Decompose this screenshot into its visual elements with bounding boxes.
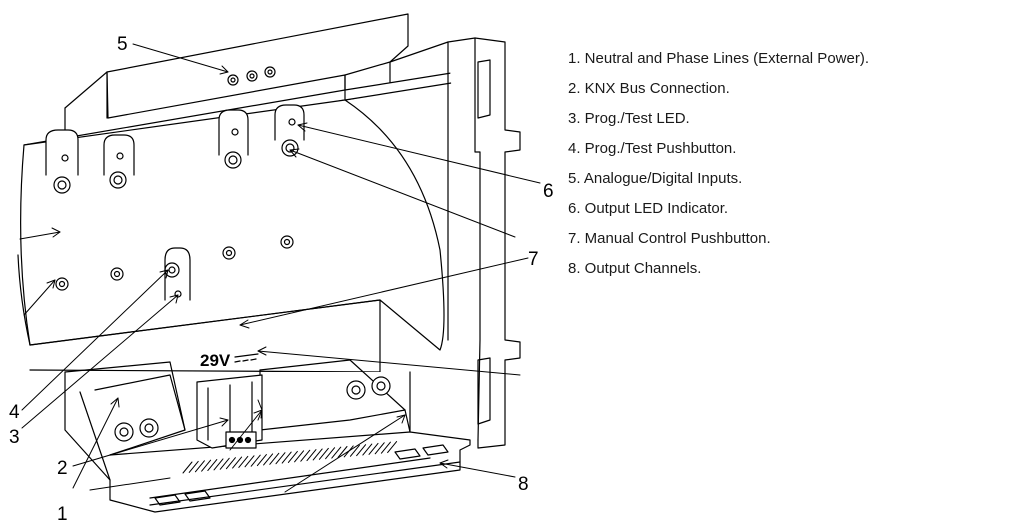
vent-slat: [250, 454, 261, 467]
vent-slat: [182, 461, 193, 474]
vent-slat: [349, 444, 360, 457]
vent-slat: [374, 442, 385, 455]
vent-slat: [225, 457, 236, 470]
legend-item-3: 3. Prog./Test LED.: [568, 110, 690, 127]
vent-slat: [300, 449, 311, 462]
vent-slat: [269, 452, 280, 465]
vent-slat: [238, 455, 249, 468]
legend-item-4: 4. Prog./Test Pushbutton.: [568, 140, 737, 157]
vent-slat: [213, 458, 224, 471]
legend-item-7: 7. Manual Control Pushbutton.: [568, 230, 771, 247]
callout-4: 4: [9, 402, 20, 423]
legend-item-6: 6. Output LED Indicator.: [568, 200, 729, 217]
input-terminals: [227, 66, 276, 86]
vent-slat: [318, 447, 329, 460]
voltage-label: 29V: [200, 351, 231, 370]
callout-6: 6: [543, 181, 554, 202]
legend-item-2: 2. KNX Bus Connection.: [568, 80, 730, 97]
vent-slat: [287, 450, 298, 463]
din-rail-clip: [344, 37, 521, 449]
vent-slat: [194, 460, 205, 473]
vent-slat: [306, 449, 317, 462]
dc-symbol: [234, 353, 259, 363]
vent-slat: [244, 455, 255, 468]
legend-list: 1. Neutral and Phase Lines (External Pow…: [568, 51, 869, 291]
vent-slat: [275, 452, 286, 465]
device-drawing: 29V: [9, 13, 554, 525]
vent-slat: [312, 448, 323, 461]
vent-slat: [232, 456, 243, 469]
callout-5: 5: [117, 34, 128, 55]
legend-item-5: 5. Analogue/Digital Inputs.: [568, 170, 743, 187]
knx-connector: [196, 374, 263, 449]
callout-leaders: [19, 43, 541, 493]
vent-slat: [356, 444, 367, 457]
mounting-slots: [154, 444, 449, 506]
vent-slat: [207, 459, 218, 472]
callout-3: 3: [9, 427, 20, 448]
callout-2: 2: [57, 458, 68, 479]
vent-slat: [368, 442, 379, 455]
callout-7: 7: [528, 249, 539, 270]
vent-slat: [380, 441, 391, 454]
output-terminals: [45, 104, 305, 194]
vent-slat: [387, 441, 398, 454]
vent-slat: [188, 460, 199, 473]
manual-buttons: [55, 235, 294, 301]
callout-1: 1: [57, 504, 68, 525]
vent-grille: [182, 441, 398, 474]
vent-slat: [331, 446, 342, 459]
vent-slat: [294, 450, 305, 463]
callout-8: 8: [518, 474, 529, 495]
vent-slat: [325, 447, 336, 460]
vent-slat: [362, 443, 373, 456]
power-terminals: [114, 376, 391, 442]
vent-slat: [219, 457, 230, 470]
legend-item-8: 8. Output Channels.: [568, 260, 702, 277]
legend-item-1: 1. Neutral and Phase Lines (External Pow…: [568, 50, 869, 67]
vent-slat: [201, 459, 212, 472]
vent-slat: [263, 453, 274, 466]
vent-slat: [281, 451, 292, 464]
vent-slat: [337, 446, 348, 458]
vent-slat: [256, 454, 267, 467]
